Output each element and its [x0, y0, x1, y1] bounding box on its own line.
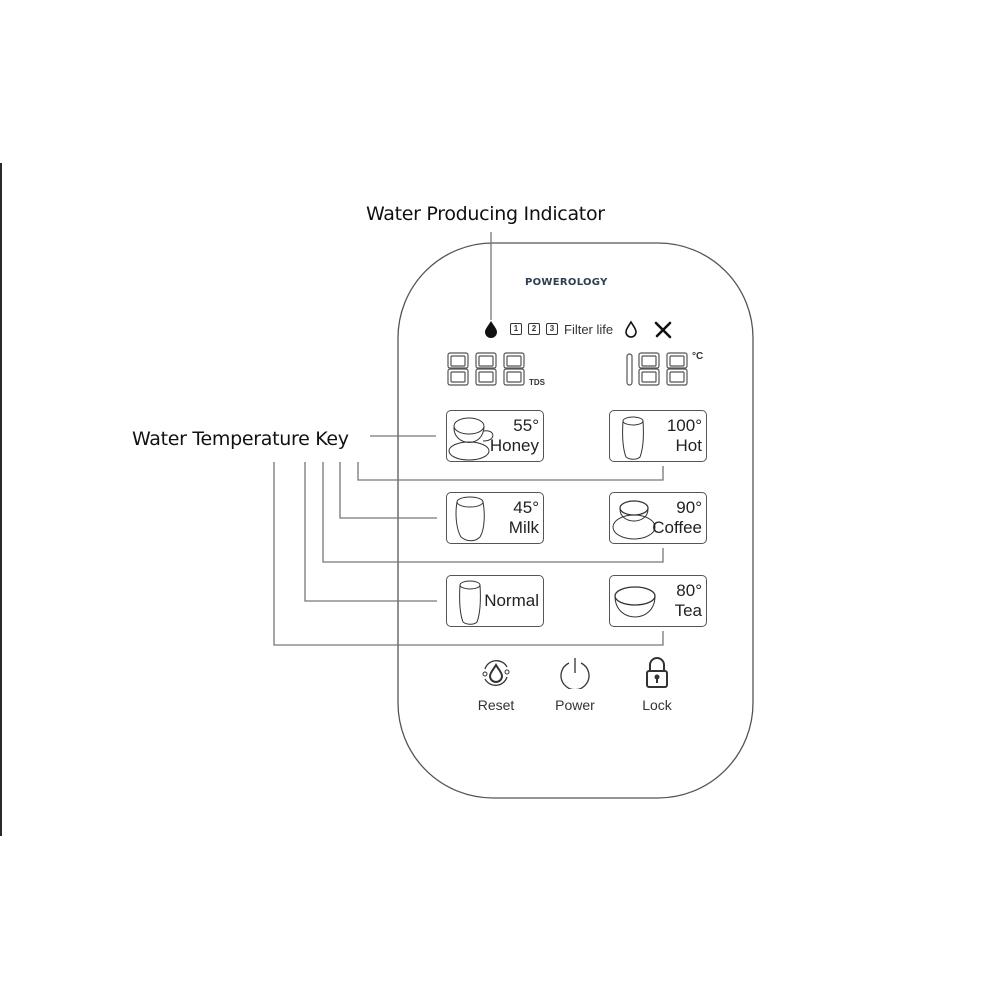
temperature-display: [626, 352, 688, 386]
power-label: Power: [555, 697, 595, 713]
lock-button[interactable]: Lock: [627, 657, 687, 713]
brand-logo: POWEROLOGY: [525, 277, 608, 288]
tds-unit-label: TDS: [529, 378, 545, 387]
coffee-key-button[interactable]: 90° Coffee: [609, 492, 707, 544]
coffee-temp: 90°: [676, 498, 702, 517]
reset-icon: [482, 660, 510, 686]
short-glass-icon: [455, 496, 485, 542]
lock-icon: [646, 657, 668, 688]
seg-digit: [638, 352, 660, 386]
tds-display: [447, 352, 525, 386]
seg-digit: [503, 352, 525, 386]
tea-temp: 80°: [676, 581, 702, 600]
filter-life-label: Filter life: [564, 322, 614, 337]
panel-outline: [397, 242, 754, 799]
hot-key-button[interactable]: 100° Hot: [609, 410, 707, 462]
filter-2-indicator: 2: [528, 323, 540, 335]
hot-name: Hot: [675, 436, 702, 455]
cup-saucer-icon: [448, 417, 494, 461]
power-button[interactable]: Power: [545, 657, 605, 713]
tall-glass-icon: [459, 580, 481, 625]
milk-name: Milk: [508, 518, 539, 537]
water-drop-filled-icon: [485, 321, 497, 338]
page-edge-bar: [0, 163, 2, 836]
water-temperature-key-label: Water Temperature Key: [132, 428, 349, 450]
seg-digit: [475, 352, 497, 386]
normal-key-button[interactable]: Normal: [446, 575, 544, 627]
hot-temp: 100°: [666, 416, 702, 435]
reset-label: Reset: [477, 697, 515, 713]
hot-leader-line: [357, 462, 664, 481]
filter-1-indicator: 1: [510, 323, 522, 335]
bowl-icon: [614, 586, 656, 618]
tea-name: Tea: [674, 601, 702, 620]
coffee-name: Coffee: [652, 518, 702, 537]
milk-key-button[interactable]: 45° Milk: [446, 492, 544, 544]
coffee-cup-icon: [612, 500, 656, 540]
reset-button[interactable]: Reset: [466, 657, 526, 713]
seg-digit: [447, 352, 469, 386]
milk-temp: 45°: [513, 498, 539, 517]
honey-name: Honey: [489, 436, 539, 455]
coffee-leader-line: [322, 462, 664, 563]
tea-key-button[interactable]: 80° Tea: [609, 575, 707, 627]
filter-3-indicator: 3: [546, 323, 558, 335]
water-drop-outline-icon: [625, 320, 637, 338]
normal-name: Normal: [484, 591, 539, 610]
power-icon: [560, 658, 590, 689]
lock-label: Lock: [642, 697, 672, 713]
celsius-unit-label: °C: [692, 351, 704, 362]
milk-leader-line: [339, 462, 437, 519]
tools-icon: [654, 321, 672, 339]
seg-digit-one: [626, 353, 633, 386]
tall-glass-icon: [622, 416, 644, 460]
honey-temp: 55°: [513, 416, 539, 435]
normal-leader-line: [304, 462, 437, 602]
water-producing-indicator-label: Water Producing Indicator: [366, 203, 605, 225]
tea-leader-line: [273, 462, 664, 646]
honey-key-button[interactable]: 55° Honey: [446, 410, 544, 462]
seg-digit: [666, 352, 688, 386]
